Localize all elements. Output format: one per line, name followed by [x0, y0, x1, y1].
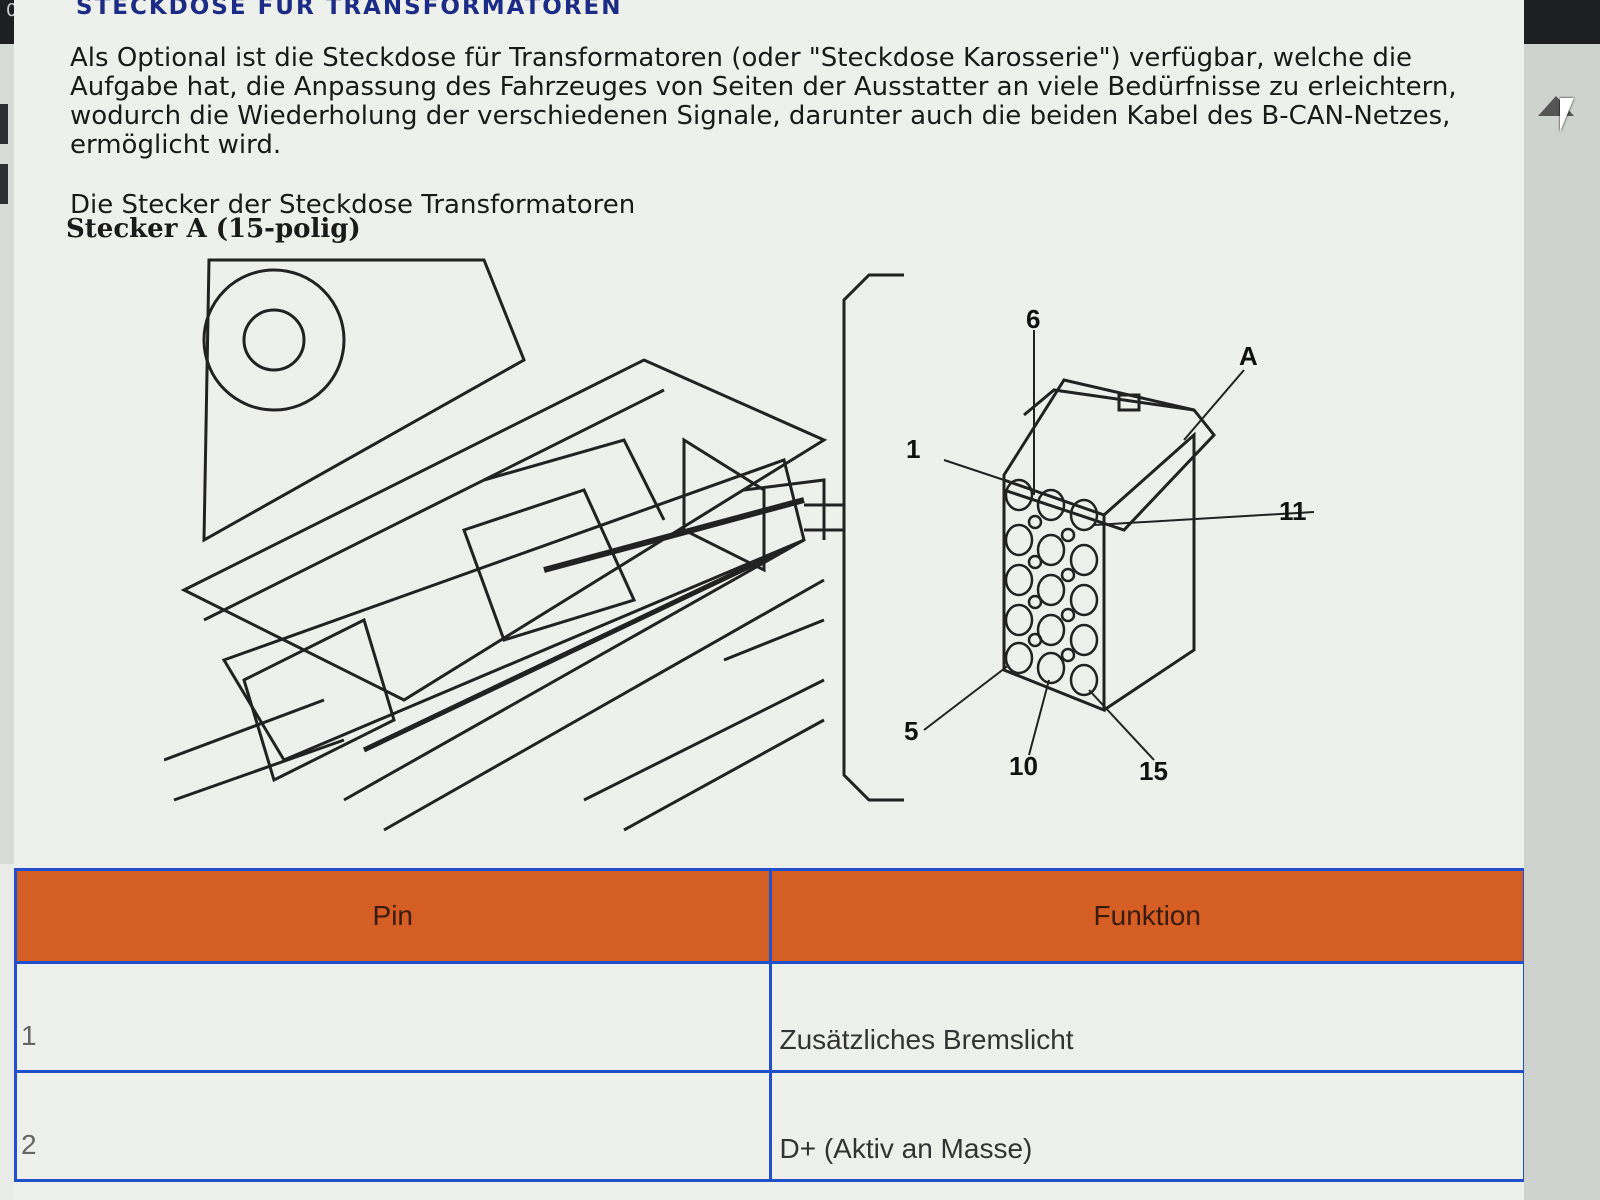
page-title: STECKDOSE FÜR TRANSFORMATOREN: [76, 0, 623, 20]
callout-pin-1: 1: [906, 434, 920, 464]
vertical-scrollbar[interactable]: [1524, 44, 1600, 1200]
vehicle-chassis-drawing: [164, 258, 828, 832]
pin-function-table: Pin Funktion 1 Zusätzliches Bremslicht 2…: [14, 868, 1526, 1182]
callout-pin-11: 11: [1279, 496, 1307, 526]
document-content: STECKDOSE FÜR TRANSFORMATOREN Als Option…: [14, 0, 1526, 1200]
column-header-pin: Pin: [14, 868, 772, 964]
left-sidebar-strip: [0, 44, 14, 864]
pin-cell: 1: [14, 961, 772, 1073]
function-cell: D+ (Aktiv an Masse): [768, 1070, 1526, 1182]
connector-a-detail: [923, 330, 1315, 761]
function-cell: Zusätzliches Bremslicht: [768, 961, 1526, 1073]
mouse-cursor-icon: [1560, 98, 1574, 132]
callout-pin-6: 6: [1026, 304, 1040, 334]
table-header-row: Pin Funktion: [14, 868, 1526, 964]
callout-connector-a: A: [1239, 341, 1258, 371]
column-header-function: Funktion: [768, 868, 1526, 964]
sidebar-marker: [0, 104, 8, 144]
callout-pin-5: 5: [904, 716, 918, 746]
sidebar-marker: [0, 164, 8, 204]
connector-diagram: 1 6 A 11 5 10 15: [164, 258, 1315, 832]
pin-holes: [1004, 478, 1099, 697]
corner-number: 0: [6, 0, 18, 21]
callout-pin-10: 10: [1009, 751, 1038, 781]
table-row: 1 Zusätzliches Bremslicht: [14, 961, 1526, 1073]
connector-a-heading: Stecker A (15-polig): [66, 214, 361, 244]
connectors-subheading: Die Stecker der Steckdose Transformatore…: [70, 190, 636, 220]
detail-bracket: [842, 273, 904, 802]
table-row: 2 D+ (Aktiv an Masse): [14, 1070, 1526, 1182]
pin-cell: 2: [14, 1070, 772, 1182]
intro-paragraph: Als Optional ist die Steckdose für Trans…: [70, 43, 1457, 160]
callout-pin-15: 15: [1139, 756, 1168, 786]
